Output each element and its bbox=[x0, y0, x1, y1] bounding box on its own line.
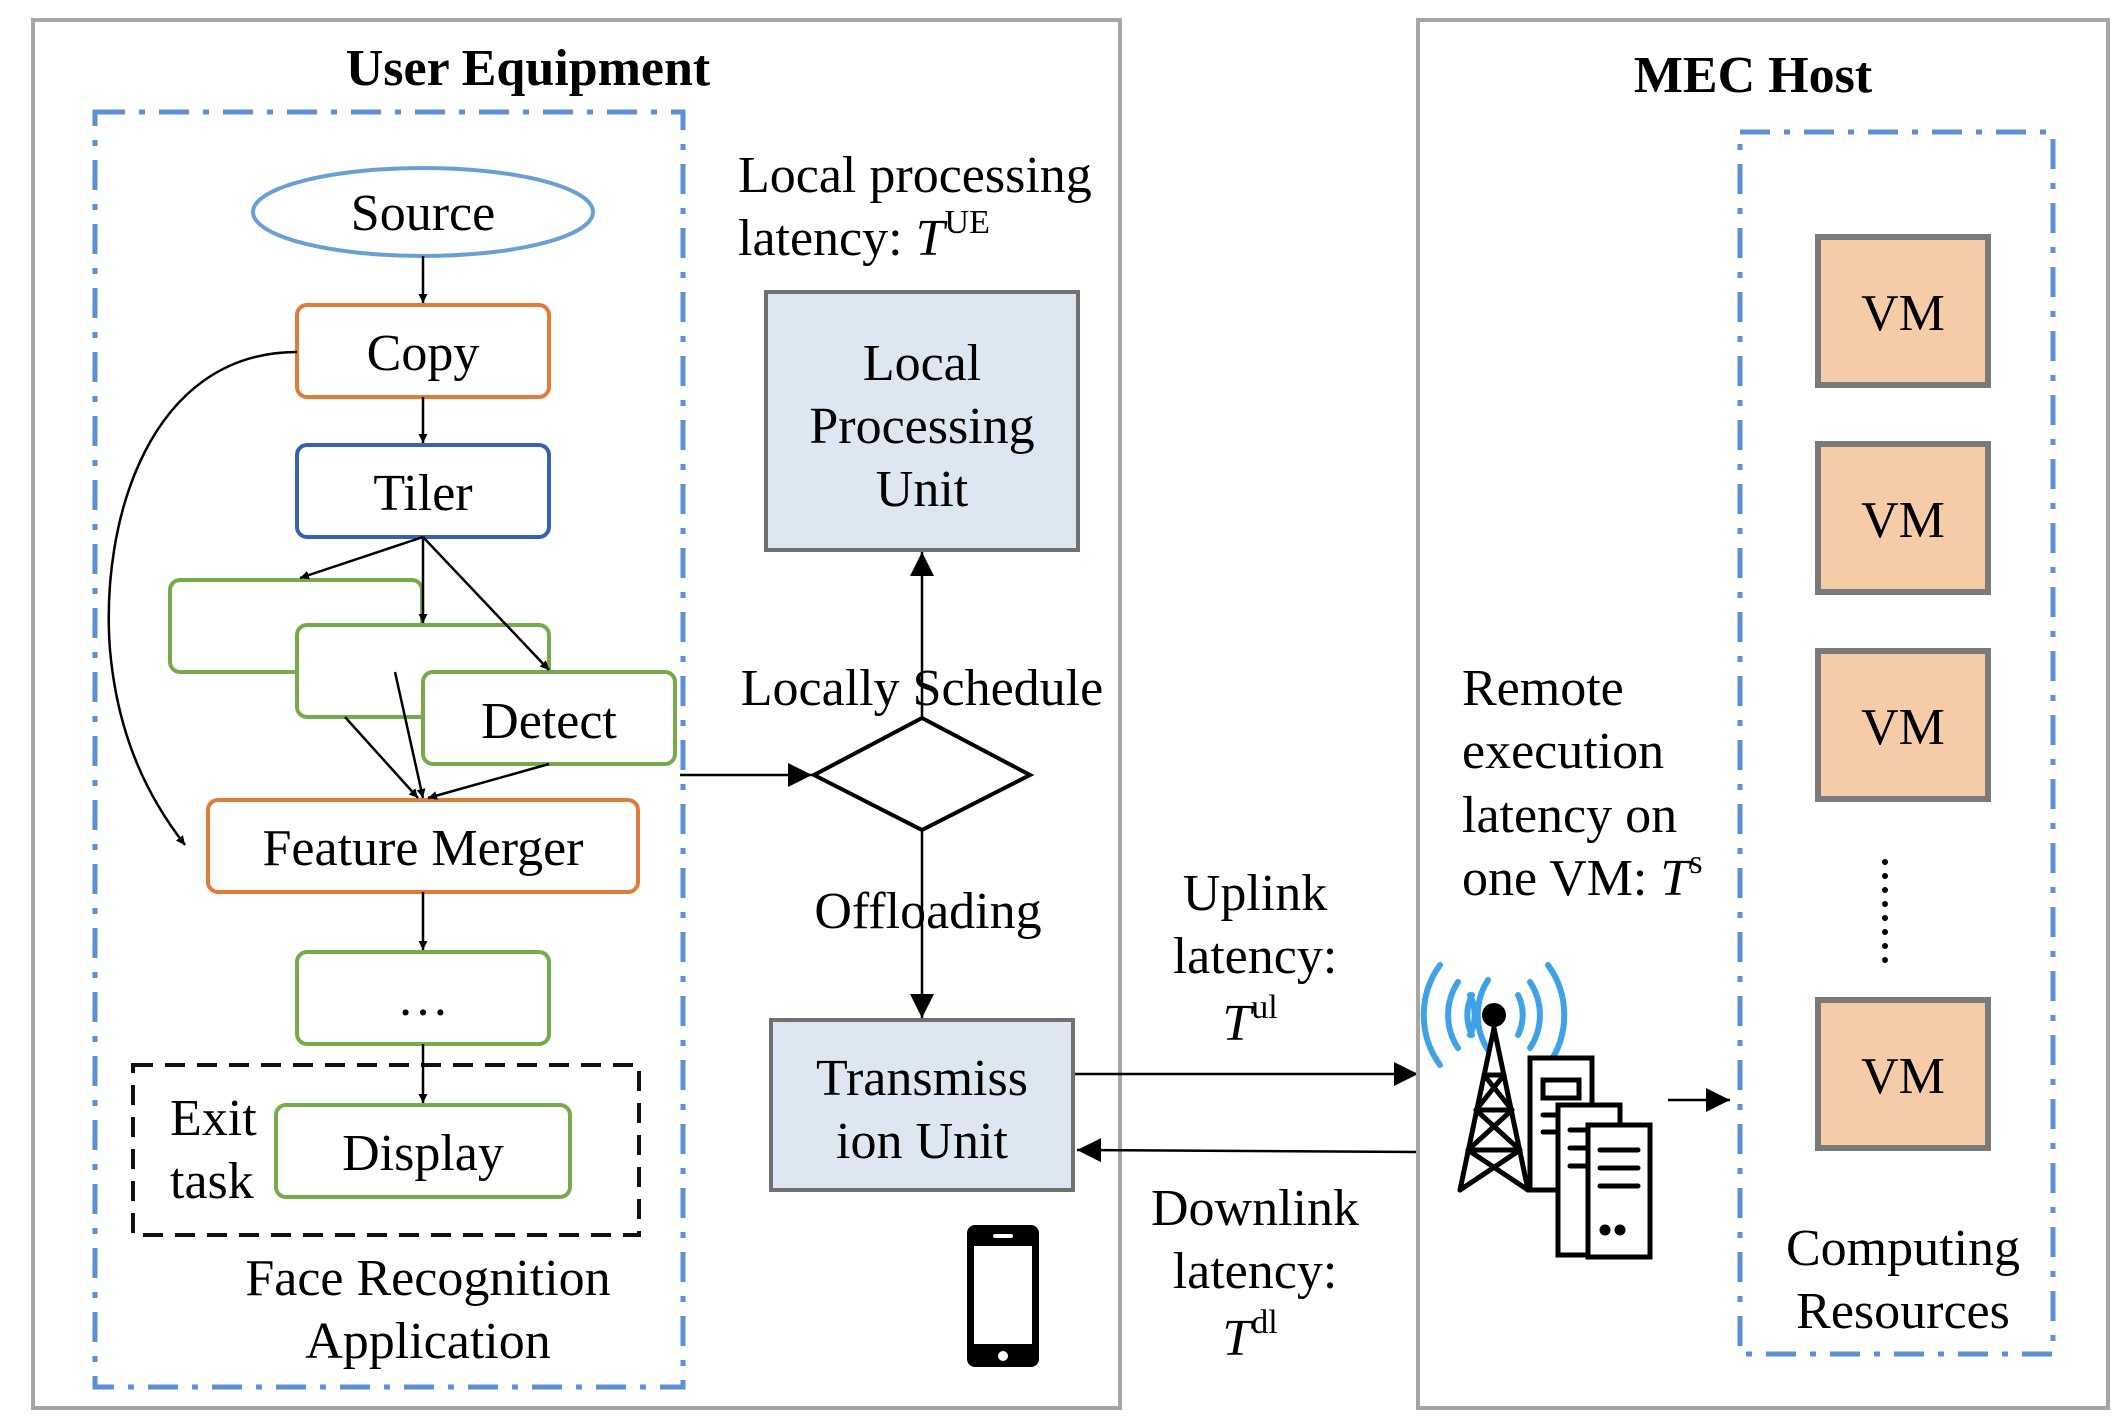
uplink-line2: latency: bbox=[1173, 928, 1338, 985]
local-latency-line1: Local processing bbox=[738, 147, 1092, 204]
feature-merger-label: Feature Merger bbox=[262, 820, 583, 877]
schedule-decision bbox=[809, 715, 1035, 833]
downlink-line2: latency: bbox=[1173, 1243, 1338, 1300]
vm-box-3 bbox=[1815, 648, 1991, 802]
lpu-line1: Local bbox=[863, 335, 981, 392]
mec-host-frame bbox=[1416, 18, 2110, 1410]
application-flow-arrows bbox=[107, 256, 550, 1103]
vm-continuation-dots bbox=[1882, 859, 1888, 963]
vm-box-1 bbox=[1815, 234, 1991, 388]
lpu-line3: Unit bbox=[876, 461, 969, 518]
vm-label-4: VM bbox=[1861, 1048, 1945, 1105]
exit-label-line1: Exit bbox=[170, 1090, 257, 1147]
uplink-var: Tul bbox=[1222, 989, 1277, 1052]
ellipsis-label: … bbox=[397, 970, 449, 1027]
remote-line3: latency on bbox=[1462, 787, 1677, 844]
remote-line4: one VM: Ts bbox=[1462, 844, 1703, 907]
vm-label-2: VM bbox=[1861, 492, 1945, 549]
uplink-line1: Uplink bbox=[1183, 865, 1327, 922]
display-node bbox=[274, 1103, 572, 1199]
application-boundary bbox=[92, 109, 686, 1390]
vm-label-1: VM bbox=[1861, 285, 1945, 342]
link-arrows bbox=[1075, 1062, 1419, 1163]
display-label: Display bbox=[342, 1125, 504, 1182]
vm-label-3: VM bbox=[1861, 699, 1945, 756]
smartphone-icon bbox=[967, 1225, 1039, 1367]
user-equipment-frame bbox=[31, 18, 1122, 1410]
local-processing-unit bbox=[764, 290, 1080, 552]
remote-line2: execution bbox=[1462, 723, 1664, 780]
computing-line1: Computing bbox=[1786, 1220, 2020, 1277]
exit-label-line2: task bbox=[170, 1153, 254, 1210]
schedule-arrows bbox=[680, 552, 934, 1018]
local-latency-line2: latency: TUE bbox=[738, 204, 990, 267]
downlink-var: Tdl bbox=[1222, 1304, 1277, 1367]
remote-line1: Remote bbox=[1462, 660, 1624, 717]
mec-host-title: MEC Host bbox=[1634, 47, 1873, 104]
lpu-line2: Processing bbox=[809, 398, 1034, 455]
downlink-line1: Downlink bbox=[1151, 1180, 1359, 1237]
application-label-line1: Face Recognition bbox=[245, 1250, 610, 1307]
tu-line2: ion Unit bbox=[836, 1113, 1008, 1170]
base-station-icon bbox=[1420, 962, 1653, 1260]
detect-label: Detect bbox=[481, 693, 617, 750]
tiler-label: Tiler bbox=[373, 465, 472, 522]
transmission-unit bbox=[769, 1018, 1075, 1192]
source-label: Source bbox=[351, 185, 495, 242]
exit-task-boundary bbox=[131, 1063, 641, 1237]
application-label-line2: Application bbox=[305, 1313, 551, 1370]
offloading-label: Offloading bbox=[814, 883, 1041, 940]
user-equipment-title: User Equipment bbox=[346, 40, 711, 97]
tu-line1: Transmiss bbox=[816, 1050, 1028, 1107]
computing-resources-boundary bbox=[1737, 129, 2056, 1357]
vm-box-4 bbox=[1815, 997, 1991, 1151]
vm-box-2 bbox=[1815, 441, 1991, 595]
computing-line2: Resources bbox=[1796, 1283, 2010, 1340]
copy-label: Copy bbox=[367, 325, 480, 382]
